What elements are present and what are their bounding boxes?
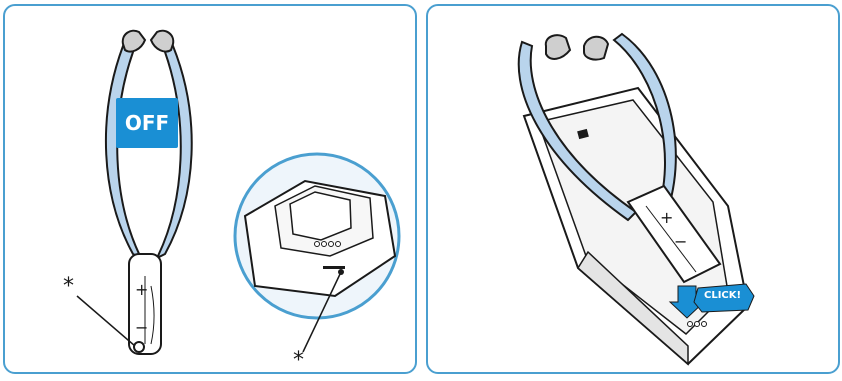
click-label: CLICK! [704,290,741,301]
headphone-headband [106,46,192,258]
ear-tips [546,35,608,59]
headphone-socket-icon [134,342,144,352]
volume-plus-symbol: + [660,210,673,226]
volume-minus-symbol: − [135,320,148,336]
headphone-leader-line [77,296,135,346]
headphone-marker: * [63,276,74,298]
receiver-body [129,254,161,354]
left-illustration [5,6,417,374]
volume-plus-symbol: + [135,282,148,298]
charger-led-row [688,322,707,327]
volume-minus-symbol: − [674,234,687,250]
right-illustration [428,6,840,374]
charger-base [524,88,748,364]
ear-tips [123,31,174,52]
status-badge-off: OFF [116,98,178,148]
charger-marker: * [293,350,304,372]
left-panel: OFF * * + − [3,4,417,374]
charger-detail-magnifier [235,154,399,318]
right-panel: + − CLICK! [426,4,840,374]
